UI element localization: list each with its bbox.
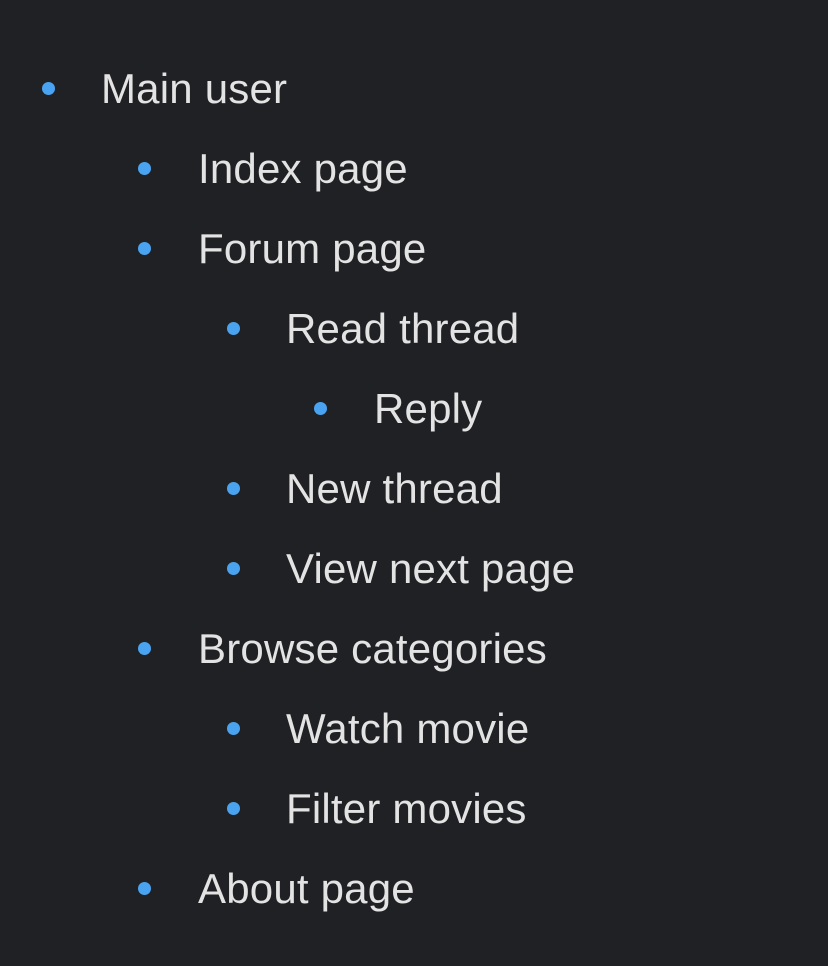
outline-item-label: Forum page: [198, 225, 427, 272]
outline-item-about-page[interactable]: About page: [0, 865, 828, 945]
outline-item-label: Watch movie: [286, 705, 530, 752]
outline-item-read-thread[interactable]: Read thread: [0, 305, 828, 385]
bullet-icon: [42, 82, 55, 95]
bullet-icon: [138, 162, 151, 175]
bullet-icon: [227, 802, 240, 815]
outline-item-label: Read thread: [286, 305, 520, 352]
outline-item-new-thread[interactable]: New thread: [0, 465, 828, 545]
outline-item-label: Browse categories: [198, 625, 547, 672]
outline-item-reply[interactable]: Reply: [0, 385, 828, 465]
outline-item-label: Filter movies: [286, 785, 527, 832]
bullet-icon: [138, 242, 151, 255]
outline-item-label: New thread: [286, 465, 503, 512]
bullet-icon: [227, 722, 240, 735]
bullet-icon: [227, 562, 240, 575]
outline-item-label: Main user: [101, 65, 288, 112]
outline-item-filter-movies[interactable]: Filter movies: [0, 785, 828, 865]
bullet-icon: [227, 322, 240, 335]
bullet-icon: [227, 482, 240, 495]
outline-item-label: Index page: [198, 145, 408, 192]
outline-item-watch-movie[interactable]: Watch movie: [0, 705, 828, 785]
bullet-icon: [138, 642, 151, 655]
bullet-icon: [314, 402, 327, 415]
outline-item-main-user[interactable]: Main user: [0, 0, 828, 112]
outline-item-view-next-page[interactable]: View next page: [0, 545, 828, 625]
outline-item-index-page[interactable]: Index page: [0, 145, 828, 225]
bullet-icon: [138, 882, 151, 895]
outline-item-label: View next page: [286, 545, 576, 592]
outline-item-label: About page: [198, 865, 415, 912]
outline-item-browse-categories[interactable]: Browse categories: [0, 625, 828, 705]
outline-item-label: Reply: [374, 385, 483, 432]
outline-item-forum-page[interactable]: Forum page: [0, 225, 828, 305]
